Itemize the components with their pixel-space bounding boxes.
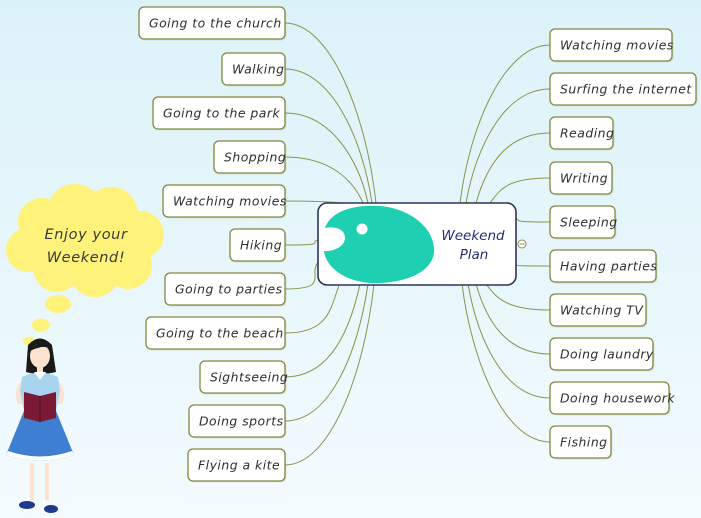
left-branch-going-to-the-beach[interactable]: Going to the beach [145, 316, 287, 351]
right-branch-doing-laundry[interactable]: Doing laundry [549, 337, 655, 372]
left-branch-going-to-parties[interactable]: Going to parties [164, 272, 287, 307]
node-label: Doing sports [199, 414, 284, 429]
node-label: Sleeping [560, 215, 618, 230]
node-label: Going to the beach [156, 326, 284, 341]
node-box [152, 96, 286, 130]
node-label: Walking [232, 62, 284, 77]
left-branch-sightseeing[interactable]: Sightseeing [199, 360, 288, 395]
node-box [549, 337, 654, 371]
left-branch-shopping[interactable]: Shopping [213, 140, 287, 175]
node-label: Shopping [224, 150, 286, 165]
node-label: Surfing the internet [560, 82, 692, 97]
center-title-line-2: Plan [460, 247, 489, 263]
right-connector-0 [459, 44, 551, 204]
right-connector-8 [467, 283, 551, 399]
node-label: Going to the park [163, 106, 280, 121]
node-box [138, 6, 286, 40]
center-title-line-1: Weekend [441, 228, 505, 244]
node-box [549, 381, 670, 415]
node-label: Watching TV [560, 303, 644, 318]
right-connector-6 [485, 283, 551, 311]
node-label: Reading [560, 126, 614, 141]
right-branch-watching-movies[interactable]: Watching movies [549, 28, 674, 63]
central-topic[interactable]: Weekend Plan [317, 202, 517, 286]
node-label: Having parties [560, 259, 657, 274]
right-branch-doing-housework[interactable]: Doing housework [549, 381, 675, 416]
node-label: Going to parties [175, 282, 283, 297]
node-box [549, 205, 616, 239]
right-branch-watching-tv[interactable]: Watching TV [549, 293, 648, 328]
node-label: Going to the church [149, 16, 282, 31]
left-connector-3 [284, 156, 364, 204]
right-connector-9 [461, 283, 551, 443]
thought-line-1: Enjoy your [44, 227, 127, 243]
node-box [162, 184, 286, 218]
left-branch-going-to-the-church[interactable]: Going to the church [138, 6, 287, 41]
left-connector-7 [284, 282, 341, 334]
girl-reading-illustration [6, 338, 74, 513]
right-connector-2 [475, 132, 551, 204]
node-box [187, 448, 286, 482]
node-label: Flying a kite [198, 458, 280, 473]
left-connector-1 [284, 68, 373, 204]
node-box [221, 52, 286, 86]
left-connector-10 [284, 283, 375, 466]
right-connector-1 [465, 88, 551, 204]
node-label: Watching movies [173, 194, 287, 209]
left-branch-going-to-the-park[interactable]: Going to the park [152, 96, 287, 131]
node-box [549, 116, 614, 150]
node-box [549, 161, 613, 195]
node-box [549, 249, 657, 283]
right-branch-reading[interactable]: Reading [549, 116, 615, 151]
right-branch-sleeping[interactable]: Sleeping [549, 205, 618, 240]
thought-bubble: Enjoy your Weekend! [6, 184, 164, 346]
node-label: Sightseeing [210, 370, 288, 385]
left-connector-5 [284, 239, 319, 246]
left-connector-8 [284, 283, 361, 378]
node-box [229, 228, 286, 262]
branch-connectors [284, 22, 551, 466]
node-box [145, 316, 286, 350]
node-box [213, 140, 286, 174]
node-label: Watching movies [560, 38, 674, 53]
right-connector-7 [475, 283, 551, 355]
collapse-toggle-icon[interactable] [517, 239, 527, 249]
node-box [549, 28, 673, 62]
thought-line-2: Weekend! [47, 250, 126, 266]
node-box [549, 425, 612, 459]
right-connector-5 [513, 264, 551, 267]
right-branch-fishing[interactable]: Fishing [549, 425, 613, 460]
left-connector-6 [284, 261, 319, 290]
node-label: Doing housework [560, 391, 675, 406]
left-branch-hiking[interactable]: Hiking [229, 228, 287, 263]
left-connector-9 [284, 283, 369, 422]
right-connector-3 [489, 177, 551, 204]
left-connector-0 [284, 22, 377, 204]
right-branch-having-parties[interactable]: Having parties [549, 249, 658, 284]
node-box [164, 272, 286, 306]
node-label: Hiking [240, 238, 282, 253]
node-box [549, 72, 697, 106]
fish-eye [356, 223, 368, 235]
left-branch-doing-sports[interactable]: Doing sports [188, 404, 287, 439]
node-box [549, 293, 647, 327]
left-connector-2 [284, 112, 369, 204]
node-box [188, 404, 286, 438]
node-label: Doing laundry [560, 347, 654, 362]
left-branch-flying-a-kite[interactable]: Flying a kite [187, 448, 287, 483]
node-label: Writing [560, 171, 608, 186]
fish-shape [324, 205, 435, 284]
left-branch-walking[interactable]: Walking [221, 52, 287, 87]
node-label: Fishing [560, 435, 608, 450]
right-branch-writing[interactable]: Writing [549, 161, 614, 196]
node-box [199, 360, 286, 394]
right-branch-surfing-the-internet[interactable]: Surfing the internet [549, 72, 698, 107]
right-connector-4 [513, 217, 551, 223]
left-branch-watching-movies[interactable]: Watching movies [162, 184, 287, 219]
